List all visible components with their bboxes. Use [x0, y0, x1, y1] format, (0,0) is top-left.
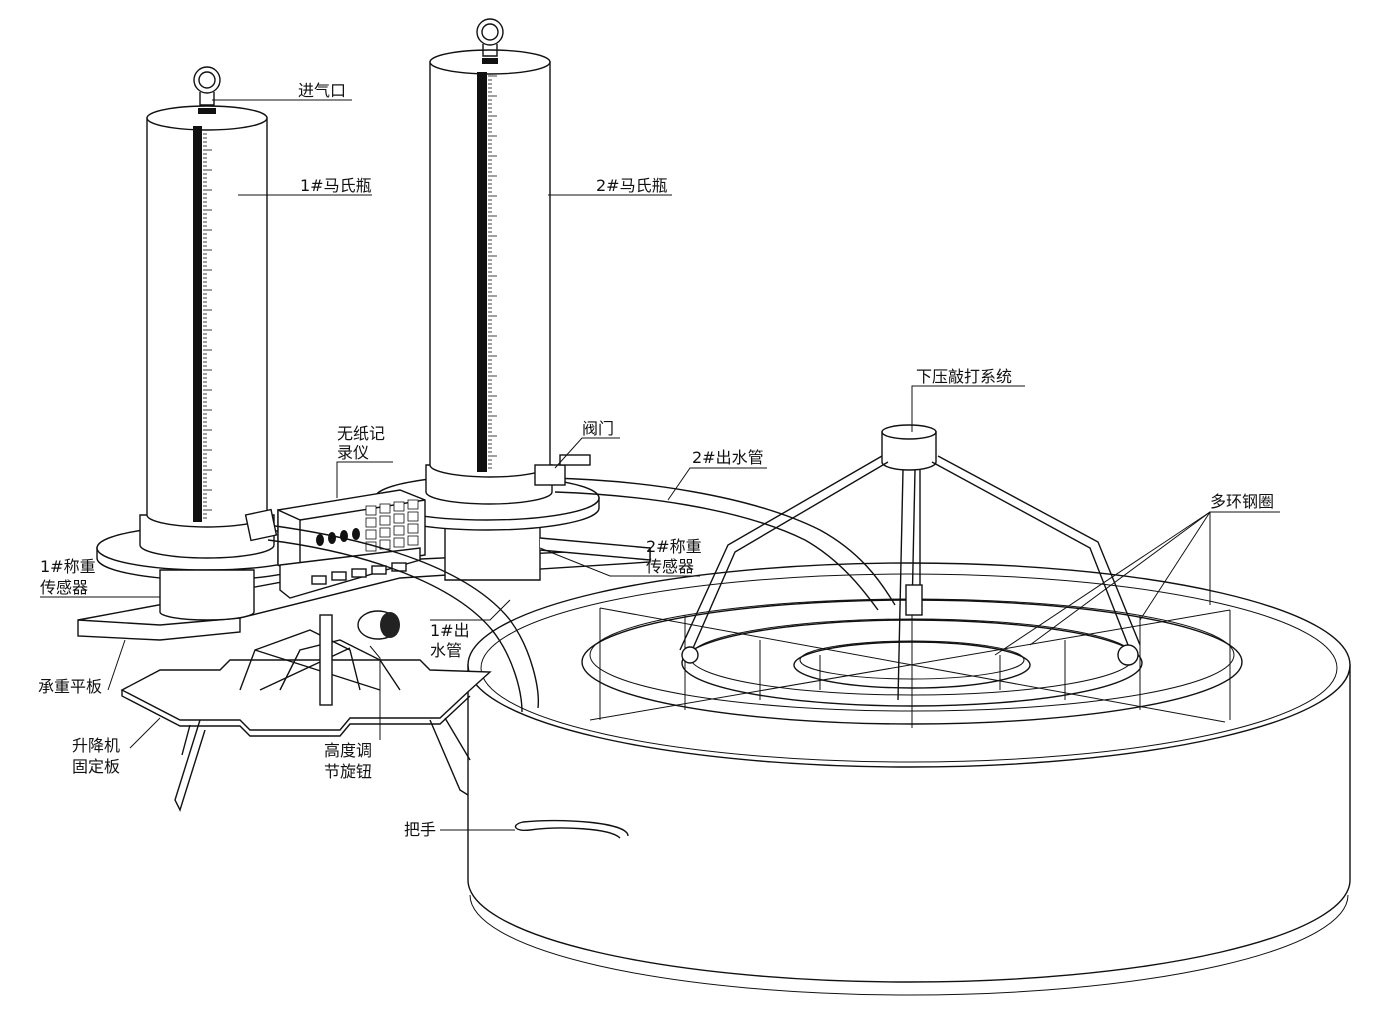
label-sensor-1-line1: 1#称重 — [40, 557, 96, 576]
leader-lines — [40, 99, 1280, 831]
scissor-lift — [239, 614, 401, 706]
paperless-recorder — [277, 489, 426, 599]
label-handle: 把手 — [404, 820, 436, 839]
label-bearing-plate: 承重平板 — [38, 677, 102, 696]
label-outlet-1-line1: 1#出 — [430, 621, 470, 640]
label-sensor-2-line1: 2#称重 — [646, 537, 702, 556]
label-knob-line2: 节旋钮 — [324, 762, 372, 781]
height-adjust-knob — [357, 610, 400, 640]
label-inlet: 进气口 — [298, 81, 346, 100]
handle-shape — [514, 819, 629, 839]
outlet-pipe-1 — [244, 508, 539, 713]
label-press-system: 下压敲打系统 — [916, 367, 1012, 386]
label-sensor-1-line2: 传感器 — [40, 578, 88, 597]
label-recorder-line2: 录仪 — [337, 443, 369, 462]
label-bottle-1: 1#马氏瓶 — [300, 176, 372, 195]
label-lift-plate-line1: 升降机 — [72, 736, 120, 755]
label-outlet-1-line2: 水管 — [430, 641, 462, 660]
labels: 进气口 1#马氏瓶 2#马氏瓶 下压敲打系统 无纸记 录仪 阀门 2#出水管 多… — [38, 81, 1274, 839]
label-bottle-2: 2#马氏瓶 — [596, 176, 668, 195]
label-knob-line1: 高度调 — [324, 741, 372, 760]
outlet-pipe-2 — [534, 454, 896, 611]
lift-fixing-plate — [120, 659, 492, 812]
press-hammer-system — [679, 424, 1141, 701]
mariotte-bottle-1 — [96, 66, 318, 621]
label-outlet-2: 2#出水管 — [692, 448, 764, 467]
label-lift-plate-line2: 固定板 — [72, 757, 120, 776]
label-recorder-line1: 无纸记 — [337, 424, 385, 443]
mariotte-bottle-2 — [374, 18, 651, 581]
label-sensor-2-line2: 传感器 — [646, 557, 694, 576]
label-multi-ring: 多环钢圈 — [1210, 492, 1274, 511]
label-valve: 阀门 — [582, 419, 614, 438]
